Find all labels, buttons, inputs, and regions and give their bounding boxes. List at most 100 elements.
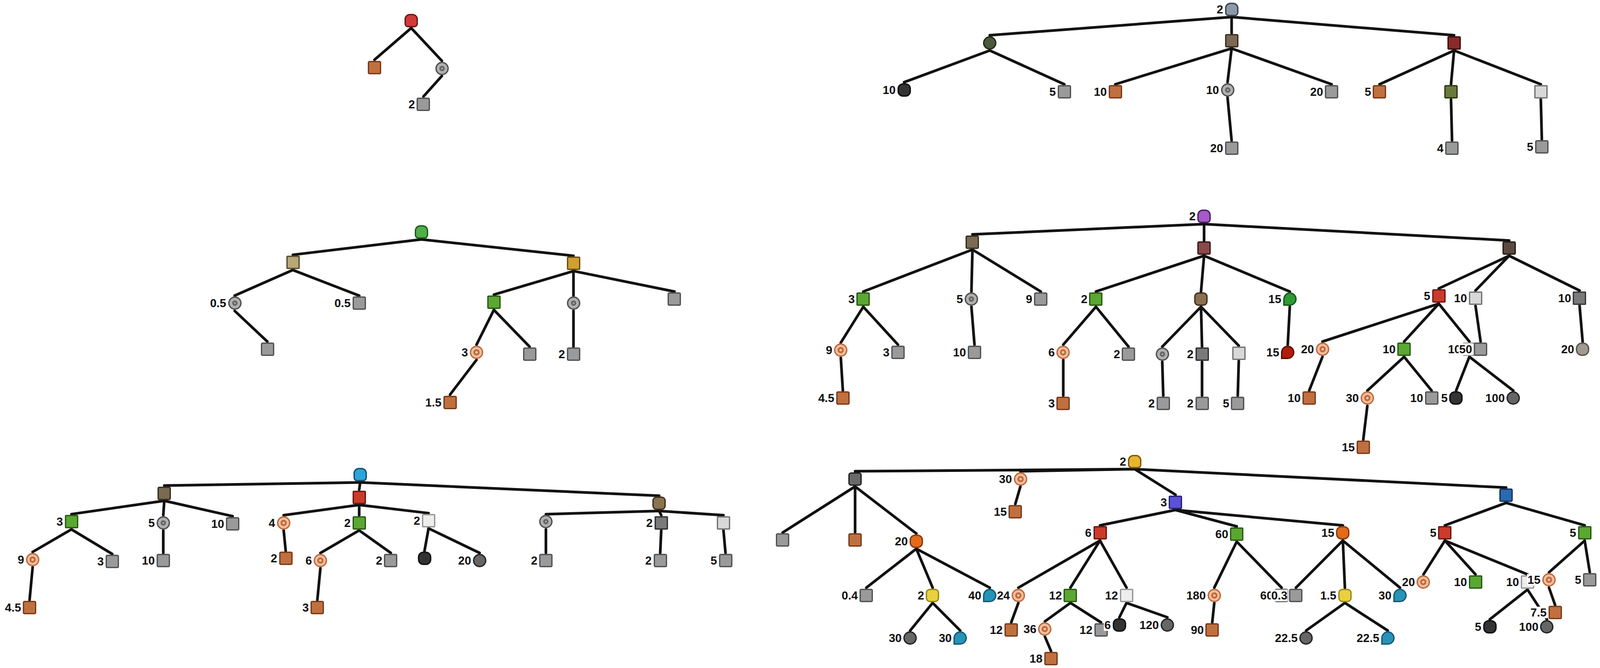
- amount-number: 2: [1147, 397, 1155, 409]
- amount-number: 20: [894, 535, 909, 547]
- recipe-item: 30: [888, 630, 917, 645]
- recipe-item: 6: [1047, 345, 1070, 359]
- tree-connector: [1379, 50, 1454, 85]
- recipe-item: 5: [147, 515, 170, 530]
- amount-number: 3: [55, 515, 64, 528]
- item-icon: [417, 551, 432, 565]
- item-icon: [834, 343, 848, 357]
- item-icon: [1057, 85, 1072, 99]
- item-icon: [286, 255, 300, 269]
- tree-connector: [1100, 540, 1127, 588]
- tree-connector: [161, 530, 165, 553]
- amount-number: 10: [882, 84, 897, 96]
- amount-number: 10: [952, 346, 967, 358]
- recipe-item: 5: [1569, 525, 1592, 540]
- recipe-item: 100: [1518, 619, 1554, 634]
- item-icon: [953, 630, 967, 645]
- tree-connector: [1451, 50, 1455, 85]
- recipe-item: 2: [408, 97, 430, 111]
- tree-connector: [1115, 48, 1232, 85]
- tree-connector: [1202, 223, 1206, 241]
- item-icon: [1582, 572, 1597, 587]
- item-icon: [1289, 588, 1303, 602]
- recipe-item: [848, 472, 862, 486]
- tree-connector: [1020, 468, 1135, 472]
- tree-connector: [374, 28, 412, 60]
- recipe-item: 3: [882, 345, 905, 359]
- recipe-item: 15: [1268, 292, 1297, 306]
- recipe-item: 2: [1113, 347, 1136, 361]
- tree-connector: [782, 486, 856, 533]
- recipe-item: 9: [17, 552, 40, 566]
- amount-number: 2: [1216, 3, 1224, 16]
- recipe-item: [716, 515, 731, 530]
- amount-number: 10: [1382, 343, 1396, 355]
- recipe-item: 24: [996, 588, 1026, 602]
- amount-number: 5: [147, 516, 155, 529]
- amount-number: 4: [268, 516, 276, 529]
- amount-number: 20: [1209, 142, 1224, 154]
- item-icon: [1008, 504, 1022, 519]
- recipe-item: 2: [530, 553, 553, 567]
- item-icon: [279, 551, 293, 565]
- amount-number: 22.5: [1356, 631, 1380, 644]
- item-icon: [228, 296, 242, 310]
- recipe-item: [965, 235, 979, 249]
- item-icon: [1221, 83, 1235, 97]
- recipe-item: 2: [343, 515, 366, 530]
- amount-number: 9: [825, 344, 833, 356]
- amount-number: 1.5: [425, 396, 443, 409]
- amount-number: 30: [998, 472, 1013, 485]
- recipe-item: 10: [882, 83, 911, 97]
- amount-number: 2: [412, 514, 421, 527]
- tree-connector: [544, 528, 548, 553]
- tree-connector: [29, 566, 33, 600]
- tree-connector: [164, 481, 361, 486]
- recipe-item: 30: [1378, 588, 1407, 602]
- tree-connector: [863, 249, 973, 292]
- item-icon: [566, 296, 581, 310]
- recipe-item: 12: [1104, 588, 1134, 602]
- recipe-item: 2: [1186, 347, 1209, 361]
- recipe-item: 1.5: [1319, 588, 1352, 602]
- recipe-item: 12: [989, 622, 1018, 637]
- tree-connector: [545, 510, 660, 514]
- item-icon: [1280, 345, 1295, 359]
- amount-number: 10: [1453, 575, 1468, 588]
- tree-connector: [989, 50, 1064, 85]
- recipe-item: 15: [1320, 525, 1350, 540]
- tree-connector: [1204, 223, 1510, 241]
- tree-connector: [1231, 48, 1332, 85]
- amount-number: 2: [375, 554, 383, 566]
- recipe-item: 4.5: [817, 391, 850, 405]
- item-icon: [1195, 347, 1209, 361]
- tree-connector: [1306, 602, 1345, 631]
- recipe-item: 60: [1214, 527, 1244, 541]
- recipe-item: 2: [1119, 454, 1142, 469]
- recipe-item: 15: [1341, 440, 1371, 454]
- tree-connector: [1204, 255, 1290, 292]
- item-icon: [1425, 391, 1439, 405]
- tree-connector: [1230, 17, 1234, 34]
- tree-connector: [971, 249, 973, 292]
- recipe-item: 10: [1205, 83, 1235, 97]
- tree-connector: [1134, 468, 1507, 488]
- item-icon: [225, 516, 240, 531]
- amount-number: 10: [1505, 575, 1520, 588]
- tree-connector: [904, 50, 991, 83]
- amount-number: 24: [996, 589, 1011, 601]
- tree-connector: [421, 239, 574, 256]
- recipe-item: 180: [1186, 588, 1222, 602]
- amount-number: 5: [1569, 526, 1577, 539]
- tree-connector: [164, 500, 233, 516]
- recipe-item: [260, 342, 275, 356]
- tree-connector: [1548, 587, 1556, 605]
- item-icon: [1194, 292, 1208, 306]
- recipe-item: 2: [412, 513, 435, 528]
- recipe-item: 30: [938, 630, 967, 645]
- tree-connector: [283, 530, 286, 551]
- amount-number: 40: [967, 589, 982, 601]
- tree-connector: [1438, 303, 1470, 342]
- recipe-item: 15: [1265, 345, 1295, 359]
- recipe-item: [414, 225, 429, 239]
